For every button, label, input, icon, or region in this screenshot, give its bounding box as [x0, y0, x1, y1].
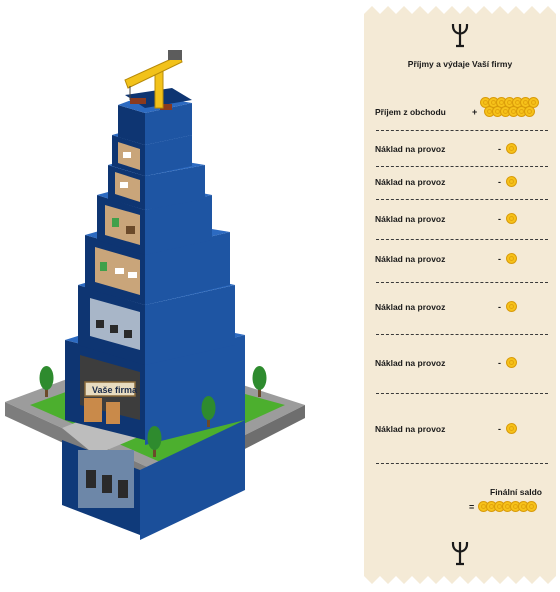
construction-crane [124, 50, 183, 109]
coin-icon [506, 143, 517, 154]
coin-icon [506, 357, 517, 368]
coin-icon [506, 213, 517, 224]
cost-label: Náklad na provoz [375, 302, 446, 312]
cost-label: Náklad na provoz [375, 214, 446, 224]
coin-icon [506, 176, 517, 187]
divider [376, 130, 548, 131]
divider [376, 166, 548, 167]
cost-label: Náklad na provoz [375, 358, 446, 368]
cost-sign: - [498, 214, 501, 224]
income-label: Příjem z obchodu [375, 107, 446, 117]
coin-icon [506, 423, 517, 434]
trees [39, 366, 267, 457]
cost-sign: - [498, 254, 501, 264]
receipt-title: Příjmy a výdaje Vaší firmy [407, 59, 513, 69]
trident-icon [451, 24, 469, 48]
divider [376, 199, 548, 200]
receipt-paper [364, 6, 556, 584]
divider [376, 463, 548, 464]
tree [201, 396, 216, 427]
coin-icon [506, 253, 517, 264]
tower-basement [62, 420, 245, 540]
divider [376, 334, 548, 335]
income-sign: + [472, 107, 478, 117]
cost-label: Náklad na provoz [375, 177, 446, 187]
cost-label: Náklad na provoz [375, 144, 446, 154]
cost-label: Náklad na provoz [375, 254, 446, 264]
divider [376, 282, 548, 283]
coin-icon [524, 106, 535, 117]
cost-sign: - [498, 144, 501, 154]
coin-icon [506, 301, 517, 312]
tower-illustration: Vaše firma [5, 50, 305, 540]
coin-icon [526, 501, 537, 512]
tree [252, 366, 267, 397]
cost-sign: - [498, 177, 501, 187]
cost-sign: - [498, 358, 501, 368]
divider [376, 393, 548, 394]
divider [376, 239, 548, 240]
tower-tier-3 [85, 218, 230, 305]
company-tower-svg: Vaše firma [5, 50, 305, 540]
tower-tier-1: Vaše firma [65, 315, 245, 445]
tree [39, 366, 54, 397]
cost-sign: - [498, 302, 501, 312]
income-expense-receipt: Příjmy a výdaje Vaší firmy Příjem z obch… [364, 6, 556, 584]
firm-sign: Vaše firma [92, 385, 138, 395]
cost-label: Náklad na provoz [375, 424, 446, 434]
tree [147, 426, 162, 457]
final-balance-sign: = [469, 502, 475, 512]
final-balance-label: Finální saldo [490, 487, 542, 497]
trident-icon [451, 542, 469, 566]
cost-sign: - [498, 424, 501, 434]
